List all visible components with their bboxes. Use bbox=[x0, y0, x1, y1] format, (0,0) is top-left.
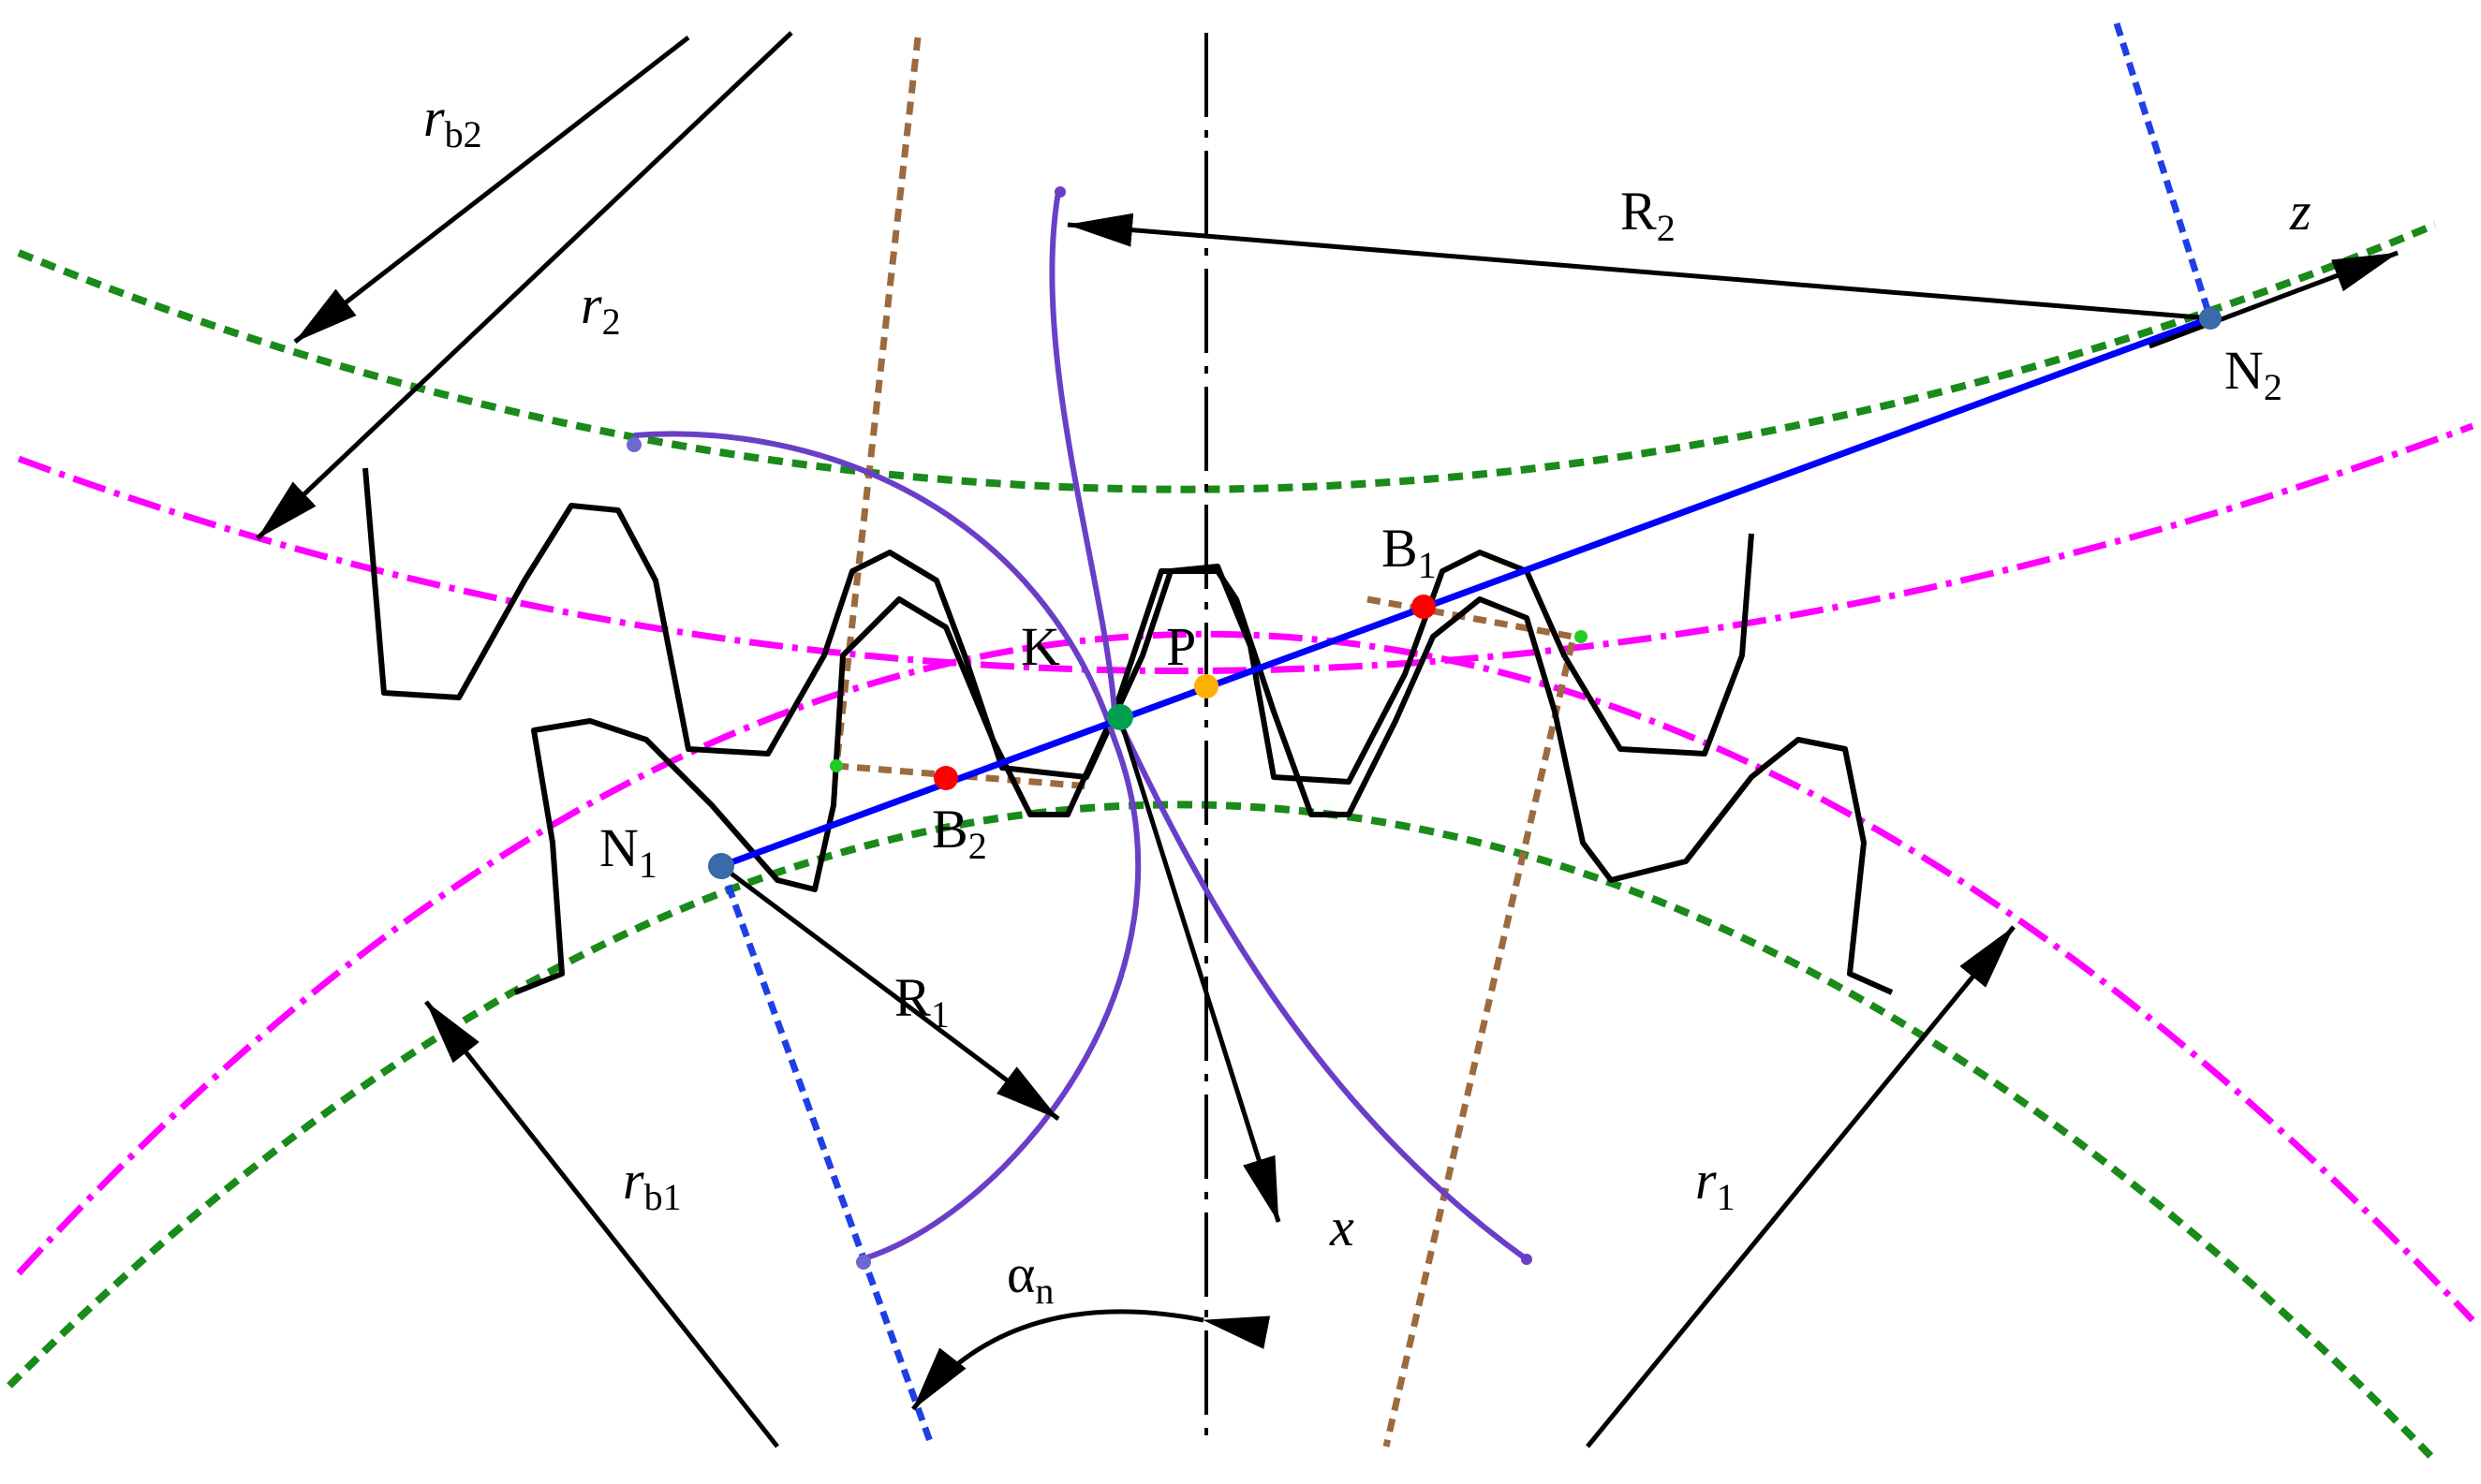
rb2-arrow bbox=[293, 36, 690, 344]
alpha-arc bbox=[911, 1309, 1271, 1411]
curvature-end-bottom bbox=[1521, 1254, 1532, 1265]
R1-arrow bbox=[719, 864, 1060, 1121]
label-N2: N2 bbox=[2224, 340, 2282, 408]
z-axis-arrow bbox=[2149, 250, 2399, 349]
tooth-profile-lower-gear bbox=[513, 568, 1894, 995]
r1-arrow bbox=[1586, 925, 2016, 1448]
label-z: z bbox=[2289, 181, 2311, 242]
x-axis-arrow bbox=[1116, 715, 1281, 1223]
label-R1: R1 bbox=[894, 967, 950, 1036]
label-K: K bbox=[1021, 616, 1060, 677]
point-K bbox=[1107, 704, 1133, 730]
label-alpha-n: αn bbox=[1007, 1243, 1054, 1312]
construction-point-left bbox=[830, 759, 843, 772]
label-B1: B1 bbox=[1381, 518, 1437, 586]
label-r1: r1 bbox=[1695, 1150, 1735, 1218]
point-P bbox=[1194, 674, 1218, 698]
normal-extension-1 bbox=[717, 864, 936, 1448]
curvature-circle-1 bbox=[633, 431, 1142, 1262]
line-of-action bbox=[719, 315, 2212, 870]
construction-point-right bbox=[1574, 630, 1588, 643]
label-r2: r2 bbox=[581, 274, 621, 343]
curvature-end-top bbox=[1055, 186, 1066, 198]
label-R2: R2 bbox=[1620, 181, 1676, 249]
point-B2 bbox=[934, 766, 958, 790]
label-rb2: rb2 bbox=[423, 87, 482, 155]
normal-extension-2 bbox=[2113, 22, 2214, 320]
curvature-end-lower bbox=[856, 1255, 871, 1270]
rb1-arrow bbox=[424, 1000, 779, 1448]
label-B2: B2 bbox=[932, 799, 987, 867]
point-N2 bbox=[2199, 307, 2222, 330]
label-N1: N1 bbox=[599, 817, 657, 886]
base-circle-1 bbox=[7, 801, 2438, 1463]
pitch-circle-2 bbox=[17, 422, 2474, 674]
point-B1 bbox=[1411, 595, 1436, 619]
base-circle-2 bbox=[17, 221, 2437, 493]
label-P: P bbox=[1166, 616, 1196, 677]
R2-arrow bbox=[1067, 213, 2211, 321]
r2-arrow bbox=[256, 31, 793, 540]
label-x: x bbox=[1329, 1197, 1354, 1257]
pitch-circle-1 bbox=[16, 630, 2475, 1323]
point-N1 bbox=[708, 853, 734, 879]
label-rb1: rb1 bbox=[623, 1150, 682, 1218]
curvature-end-upper bbox=[627, 437, 642, 452]
